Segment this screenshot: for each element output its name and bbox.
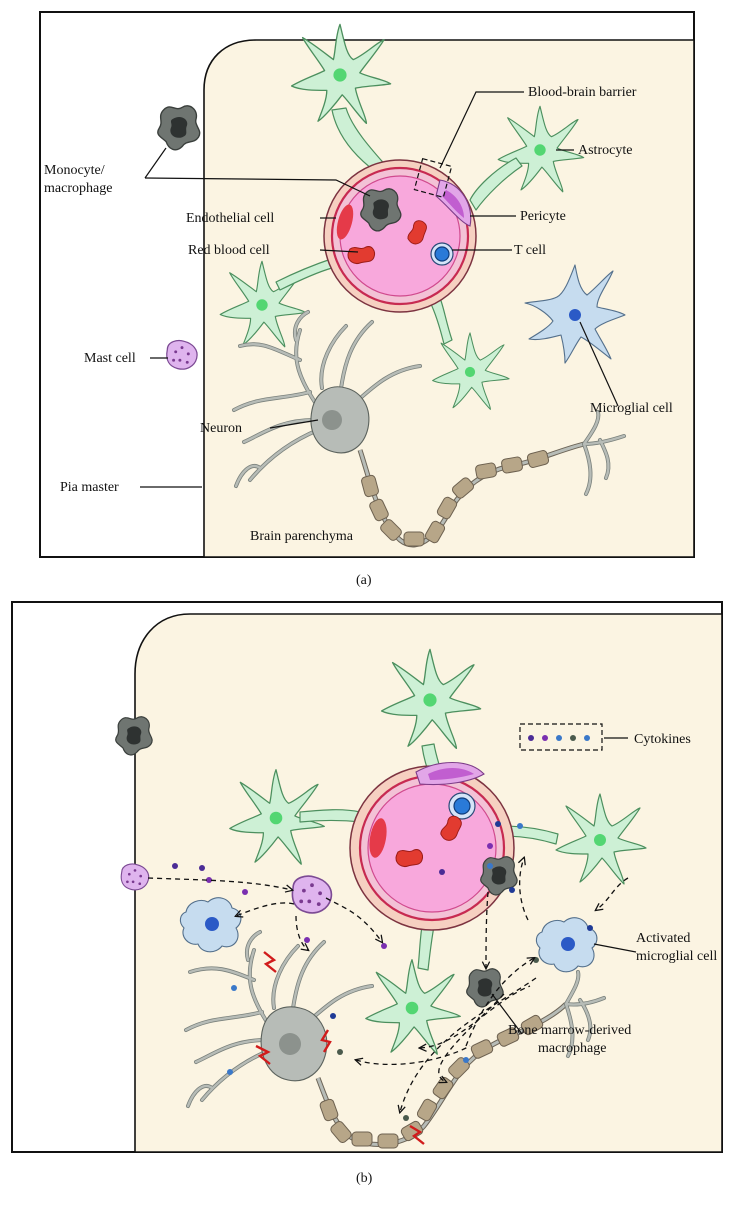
label-pericyte: Pericyte xyxy=(520,209,566,224)
label-microglial-cell: Microglial cell xyxy=(590,401,673,416)
microglial-cell-icon xyxy=(524,264,626,364)
leader-lines xyxy=(140,91,619,488)
mast-cell-icon xyxy=(120,863,150,891)
label-neuron: Neuron xyxy=(200,421,242,436)
astrocyte-process xyxy=(299,809,363,823)
myelin-segments xyxy=(319,1014,544,1149)
microglial-cell-icon xyxy=(179,897,242,953)
label-blood-brain-barrier: Blood-brain barrier xyxy=(528,85,637,100)
damage-bolt-icon xyxy=(255,951,425,1145)
label-t-cell: T cell xyxy=(514,243,546,258)
cytokine-dot-icon xyxy=(172,821,593,1121)
mast-cell-icon xyxy=(166,339,198,370)
panel-b: Cytokines Activated microglial cell Bone… xyxy=(11,601,723,1186)
label-activated-microglia-2: microglial cell xyxy=(636,949,717,964)
label-monocyte-macrophage-2: macrophage xyxy=(44,181,112,196)
label-bone-marrow-1: Bone marrow-derived xyxy=(508,1023,631,1038)
myelin-segments xyxy=(361,450,550,547)
label-brain-parenchyma: Brain parenchyma xyxy=(250,529,354,544)
panel-a: Monocyte/ macrophage Blood-brain barrier… xyxy=(39,11,695,588)
t-cell-icon xyxy=(430,242,454,266)
label-monocyte-macrophage-1: Monocyte/ xyxy=(44,163,105,178)
label-cytokines: Cytokines xyxy=(634,732,691,747)
t-cell-icon xyxy=(448,792,476,820)
label-red-blood-cell: Red blood cell xyxy=(188,243,270,258)
microglial-cell-icon xyxy=(535,917,598,973)
label-mast-cell: Mast cell xyxy=(84,351,136,366)
cytokines-legend xyxy=(519,723,603,751)
caption-a: (a) xyxy=(356,573,372,588)
label-endothelial-cell: Endothelial cell xyxy=(186,211,274,226)
label-astrocyte: Astrocyte xyxy=(578,143,632,158)
leader-lines xyxy=(491,737,637,1035)
caption-b: (b) xyxy=(356,1171,373,1186)
label-pia-mater: Pia master xyxy=(60,480,119,495)
blood-brain-barrier-box xyxy=(413,157,453,199)
pericyte-icon xyxy=(415,762,485,786)
macrophage-icon xyxy=(157,105,201,151)
neuron-icon xyxy=(232,310,626,548)
mast-cell-icon xyxy=(291,875,333,914)
astrocyte-process xyxy=(469,157,523,211)
cytokines-legend-box xyxy=(519,723,603,751)
migration-arrows xyxy=(147,858,629,1112)
label-bone-marrow-2: macrophage xyxy=(538,1041,606,1056)
label-activated-microglia-1: Activated xyxy=(636,931,690,946)
blood-vessel-icon xyxy=(323,159,477,313)
